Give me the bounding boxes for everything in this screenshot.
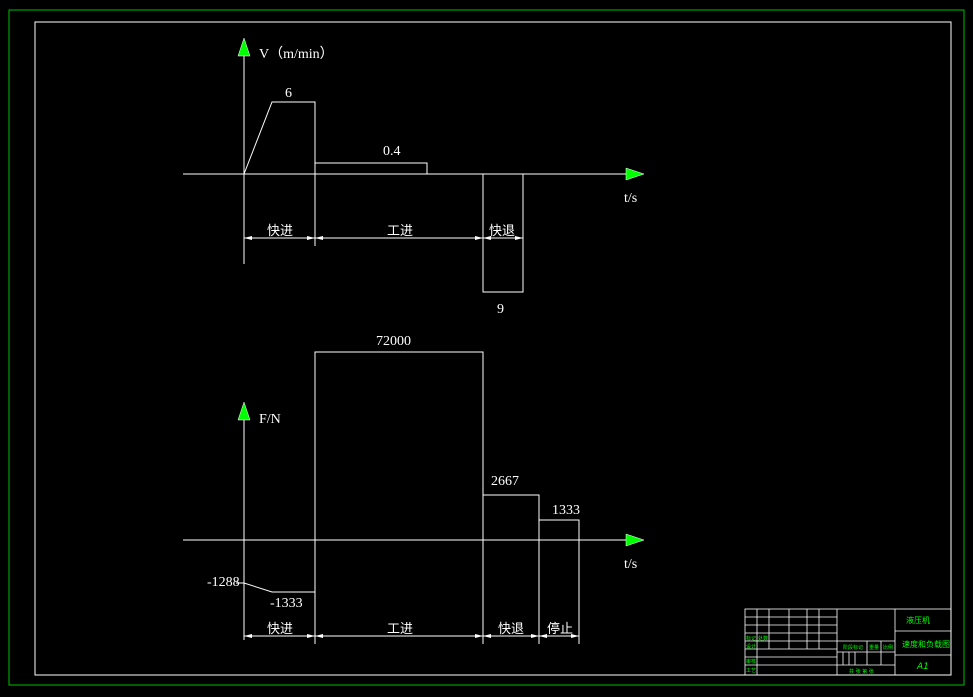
velocity-fast-forward-value: 6	[285, 86, 292, 101]
force-y-arrow-icon	[237, 401, 251, 421]
force-fast-forward-value: -1333	[270, 596, 303, 611]
title-block-title2: 速度和负载图	[902, 639, 950, 649]
velocity-y-arrow-icon	[237, 37, 251, 57]
force-chart	[183, 351, 628, 644]
title-block-label-8: 比例	[883, 644, 893, 651]
title-block-label-1: 标记	[746, 635, 756, 642]
title-block-sheet-size: A1	[916, 662, 929, 672]
inner-frame	[34, 21, 952, 676]
velocity-work-feed-value: 0.4	[383, 144, 401, 159]
outer-frame	[8, 9, 965, 686]
force-stop-curve	[539, 519, 580, 540]
force-y-axis-label: F/N	[259, 412, 281, 427]
title-block-label-9: 共 张 第 张	[849, 668, 874, 675]
velocity-fast-forward-curve	[243, 101, 316, 175]
title-block-label-2: 处数	[758, 635, 768, 642]
force-x-arrow-icon	[625, 533, 645, 547]
title-block-label-6: 阶段标记	[843, 644, 863, 651]
force-fast-forward-curve	[243, 540, 316, 593]
velocity-phase-fast-return: 快退	[489, 224, 515, 239]
force-phase-fast-forward: 快进	[267, 622, 293, 637]
title-block-label-5: 工艺	[746, 668, 756, 674]
force-phase-fast-return: 快退	[498, 622, 524, 637]
force-dimension-arrows	[244, 634, 579, 638]
velocity-x-axis-label: t/s	[624, 191, 637, 206]
velocity-phase-fast-forward: 快进	[267, 224, 293, 239]
force-stop-value: 1333	[552, 503, 580, 518]
title-block-label-4: 审核	[746, 658, 756, 665]
title-block	[744, 608, 952, 676]
velocity-fast-return-value: 9	[497, 302, 504, 317]
title-block-label-7: 重量	[869, 644, 879, 651]
force-work-feed-value: 72000	[376, 334, 411, 349]
velocity-dimension-arrows	[244, 236, 523, 240]
force-fast-return-curve	[483, 494, 540, 540]
force-work-feed-curve	[314, 351, 484, 540]
velocity-phase-work-feed: 工进	[387, 224, 413, 239]
velocity-y-axis-label: V（m/min）	[259, 46, 334, 62]
force-phase-work-feed: 工进	[387, 622, 413, 637]
force-start-value: -1288	[207, 575, 240, 590]
force-x-axis-label: t/s	[624, 557, 637, 572]
force-fast-return-value: 2667	[491, 474, 519, 489]
velocity-chart	[183, 56, 628, 293]
velocity-x-arrow-icon	[625, 167, 645, 181]
title-block-text: 液压机 速度和负载图 A1 标记 处数 设计 审核 工艺 阶段标记 重量 比例 …	[746, 615, 950, 675]
velocity-work-feed-curve	[315, 162, 428, 174]
title-block-label-3: 设计	[746, 643, 756, 650]
force-phase-stop: 停止	[547, 621, 573, 637]
title-block-title1: 液压机	[906, 615, 930, 625]
